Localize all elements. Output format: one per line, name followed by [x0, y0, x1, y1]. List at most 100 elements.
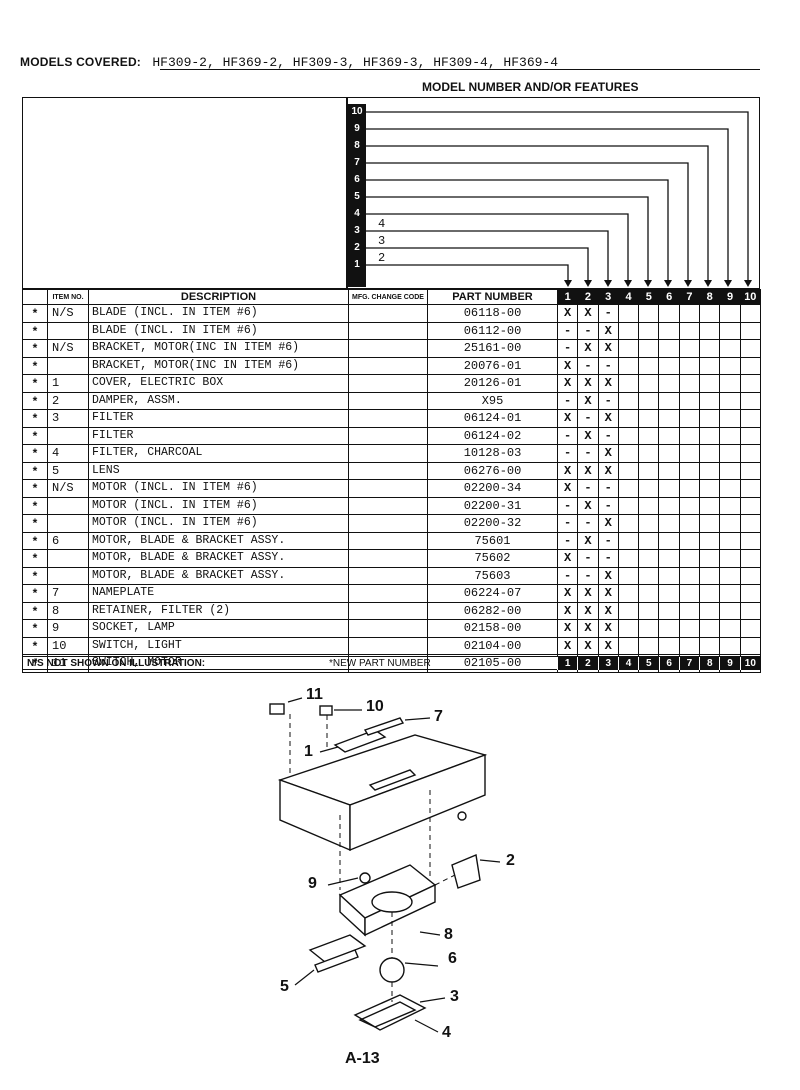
model-6-cell — [658, 636, 680, 655]
model-10-cell — [739, 549, 761, 568]
model-1-cell: X — [556, 374, 579, 393]
page-number: A-13 — [345, 1050, 380, 1067]
model-7-cell — [678, 321, 701, 340]
footer-model-number: 7 — [678, 657, 700, 670]
exploded-parts-diagram: 11 10 7 1 2 9 8 6 5 3 4 — [240, 680, 570, 1050]
model-1-cell: X — [556, 549, 579, 568]
footer-model-number: 8 — [699, 657, 720, 670]
item-no-cell — [47, 321, 89, 340]
model-2-cell: X — [577, 426, 599, 445]
model-column-header: 2 — [577, 289, 599, 305]
star-cell: * — [22, 356, 48, 375]
range-hood-illustration — [269, 697, 501, 1033]
star-cell: * — [22, 321, 48, 340]
model-3-cell: X — [597, 514, 619, 533]
description-cell: BRACKET, MOTOR(INC IN ITEM #6) — [88, 339, 349, 358]
part-number-cell: 02105-00 — [427, 654, 558, 673]
model-7-cell — [678, 496, 701, 515]
model-2-cell: X — [577, 496, 599, 515]
model-9-cell — [719, 339, 741, 358]
model-8-cell — [699, 339, 721, 358]
callout-8: 8 — [444, 926, 453, 943]
strip-number: 6 — [354, 174, 360, 185]
model-9-cell — [719, 496, 741, 515]
item-no-cell: 9 — [47, 619, 89, 638]
description-cell: MOTOR, BLADE & BRACKET ASSY. — [88, 566, 349, 585]
model-10-cell — [739, 391, 761, 410]
model-9-cell — [719, 461, 741, 480]
model-4-cell — [617, 304, 640, 323]
nameplate — [363, 717, 405, 736]
part-number-cell: 10128-03 — [427, 444, 558, 463]
star-cell: * — [22, 391, 48, 410]
strip-number: 1 — [354, 259, 360, 270]
mfg-change-code-cell — [348, 391, 428, 410]
model-column-header: 9 — [719, 289, 741, 305]
description-cell: BLADE (INCL. IN ITEM #6) — [88, 304, 349, 323]
star-cell: * — [22, 339, 48, 358]
new-part-note: *NEW PART NUMBER — [329, 658, 431, 669]
model-9-cell — [719, 444, 741, 463]
model-2-cell: X — [577, 374, 599, 393]
model-5-cell — [638, 601, 660, 620]
model-2-cell: - — [577, 479, 599, 498]
model-5-cell — [638, 549, 660, 568]
part-number-cell: 75602 — [427, 549, 558, 568]
model-2-cell: - — [577, 566, 599, 585]
model-3-cell: - — [597, 426, 619, 445]
model-3-cell: X — [597, 619, 619, 638]
model-3-cell: X — [597, 601, 619, 620]
model-column-header: 1 — [556, 289, 579, 305]
model-8-cell — [699, 479, 721, 498]
hood-side-panel — [349, 753, 486, 852]
model-5-cell — [638, 496, 660, 515]
part-number-cell: 02104-00 — [427, 636, 558, 655]
item-no-cell — [47, 514, 89, 533]
item-no-cell: 1 — [47, 374, 89, 393]
model-4-cell — [617, 444, 640, 463]
part-number-cell: 20126-01 — [427, 374, 558, 393]
model-5-cell — [638, 374, 660, 393]
model-8-cell — [699, 531, 721, 550]
model-10-cell — [739, 356, 761, 375]
model-9-cell — [719, 409, 741, 428]
model-2-cell: X — [577, 584, 599, 603]
model-6-cell — [658, 374, 680, 393]
leader-line — [366, 179, 669, 283]
model-1-cell: - — [556, 444, 579, 463]
electric-box-cover — [333, 729, 387, 753]
model-5-cell — [638, 321, 660, 340]
model-5-cell — [638, 636, 660, 655]
model-7-cell — [678, 444, 701, 463]
header-divider — [346, 97, 348, 289]
model-8-cell — [699, 496, 721, 515]
part-number-cell: 75601 — [427, 531, 558, 550]
model-3-cell: - — [597, 549, 619, 568]
part-number-cell: 06118-00 — [427, 304, 558, 323]
part-number-cell: 06124-01 — [427, 409, 558, 428]
model-7-cell — [678, 601, 701, 620]
strip-number: 10 — [351, 106, 363, 117]
model-2-cell: X — [577, 636, 599, 655]
model-8-cell — [699, 444, 721, 463]
mfg-change-code-cell — [348, 619, 428, 638]
table-header-row: ITEM NO. DESCRIPTION MFG. CHANGE CODE PA… — [22, 289, 761, 305]
model-5-cell — [638, 584, 660, 603]
leader-line — [366, 162, 689, 283]
model-4-cell — [617, 531, 640, 550]
callout-6: 6 — [448, 950, 457, 967]
model-3-cell: - — [597, 391, 619, 410]
mfg-change-code-cell — [348, 356, 428, 375]
part-number-cell: 20076-01 — [427, 356, 558, 375]
model-3-cell: X — [597, 339, 619, 358]
model-7-cell — [678, 636, 701, 655]
star-cell: * — [22, 566, 48, 585]
mfg-change-code-cell — [348, 374, 428, 393]
model-3-cell: X — [597, 409, 619, 428]
mfg-change-code-cell — [348, 549, 428, 568]
